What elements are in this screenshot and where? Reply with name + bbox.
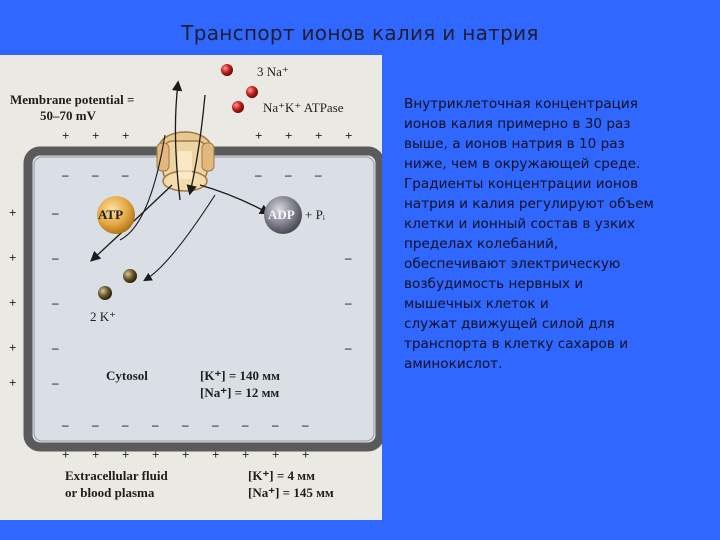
- body-line: служат движущей силой для: [404, 316, 615, 332]
- pump-label: Na⁺K⁺ ATPase: [263, 100, 344, 115]
- cytosol-label: Cytosol: [106, 368, 148, 383]
- plus-sign: +: [92, 447, 100, 462]
- body-line: обеспечивают электрическую: [404, 256, 621, 272]
- atp-label: ATP: [98, 207, 124, 222]
- body-line: Градиенты концентрации ионов: [404, 176, 639, 192]
- plus-sign: +: [122, 128, 130, 143]
- na-ion: [246, 86, 258, 98]
- k-ion: [98, 286, 112, 300]
- extra-k-concentration: [K⁺] = 4 мм: [248, 468, 315, 483]
- membrane-potential-value: 50–70 mV: [40, 108, 96, 123]
- minus-sign: –: [52, 205, 59, 220]
- plus-sign: +: [62, 128, 70, 143]
- body-line: клетки и ионный состав в узких: [404, 216, 636, 232]
- minus-sign: –: [52, 250, 59, 265]
- figure-panel: Membrane potential = 50–70 mV 3 Na⁺ Na⁺K…: [0, 55, 382, 520]
- body-text: Внутриклеточная концентрация ионов калия…: [404, 94, 709, 374]
- body-line: выше, а ионов натрия в 10 раз: [404, 136, 625, 152]
- na-out-label: 3 Na⁺: [257, 64, 289, 79]
- plus-sign: +: [9, 250, 17, 265]
- plus-sign: +: [272, 447, 280, 462]
- plus-sign: +: [152, 447, 160, 462]
- k-ion: [123, 269, 137, 283]
- plus-sign: +: [9, 295, 17, 310]
- extracellular-label-1: Extracellular fluid: [65, 468, 168, 483]
- na-k-atpase-pump: [156, 131, 215, 192]
- body-line: Внутриклеточная концентрация: [404, 96, 638, 112]
- minus-sign: –: [52, 340, 59, 355]
- body-line: мышечных клеток и: [404, 296, 549, 312]
- atp-molecule: [97, 196, 135, 234]
- body-line: натрия и калия регулируют объем: [404, 196, 654, 212]
- extracellular-label-2: or blood plasma: [65, 485, 155, 500]
- cytosol-na-concentration: [Na⁺] = 12 мм: [200, 385, 280, 400]
- minus-sign: –: [52, 375, 59, 390]
- plus-sign: +: [212, 447, 220, 462]
- cell-membrane: [23, 146, 382, 452]
- plus-sign: +: [255, 128, 263, 143]
- minus-sign: –: [345, 340, 352, 355]
- minus-sign: –: [62, 417, 69, 432]
- plus-sign: +: [285, 128, 293, 143]
- minus-sign: –: [182, 417, 189, 432]
- plus-sign: +: [9, 205, 17, 220]
- plus-sign: +: [315, 128, 323, 143]
- cytosol-k-concentration: [K⁺] = 140 мм: [200, 368, 280, 383]
- minus-sign: –: [345, 250, 352, 265]
- minus-sign: –: [122, 417, 129, 432]
- adp-label: ADP: [268, 207, 295, 222]
- minus-sign: –: [242, 417, 249, 432]
- body-line: ниже, чем в окружающей среде.: [404, 156, 641, 172]
- body-line: транспорта в клетку сахаров и: [404, 336, 629, 352]
- body-line: возбудимость нервных и: [404, 276, 584, 292]
- body-line: ионов калия примерно в 30 раз: [404, 116, 631, 132]
- plus-sign: +: [302, 447, 310, 462]
- plus-sign: +: [92, 128, 100, 143]
- cell-diagram: [23, 64, 382, 452]
- plus-sign: +: [9, 340, 17, 355]
- body-line: пределах колебаний,: [404, 236, 559, 252]
- slide-title: Транспорт ионов калия и натрия: [181, 21, 539, 45]
- k-in-label: 2 K⁺: [90, 309, 116, 324]
- minus-sign: –: [212, 417, 219, 432]
- membrane-potential-label: Membrane potential =: [10, 92, 135, 107]
- body-line: аминокислот.: [404, 356, 503, 372]
- minus-sign: –: [152, 417, 159, 432]
- adp-molecule: [264, 196, 302, 234]
- plus-sign: +: [182, 447, 190, 462]
- minus-sign: –: [92, 417, 99, 432]
- minus-sign: –: [122, 167, 129, 182]
- minus-sign: –: [345, 295, 352, 310]
- minus-sign: –: [302, 417, 309, 432]
- minus-sign: –: [255, 167, 262, 182]
- plus-sign: +: [122, 447, 130, 462]
- extra-na-concentration: [Na⁺] = 145 мм: [248, 485, 334, 500]
- plus-sign: +: [9, 375, 17, 390]
- minus-sign: –: [315, 167, 322, 182]
- minus-sign: –: [272, 417, 279, 432]
- plus-sign: +: [345, 128, 353, 143]
- plus-sign: +: [62, 447, 70, 462]
- na-ion: [221, 64, 233, 76]
- minus-sign: –: [92, 167, 99, 182]
- na-ion: [232, 101, 244, 113]
- minus-sign: –: [52, 295, 59, 310]
- plus-sign: +: [242, 447, 250, 462]
- minus-sign: –: [62, 167, 69, 182]
- pi-label: + Pᵢ: [305, 207, 325, 222]
- minus-sign: –: [285, 167, 292, 182]
